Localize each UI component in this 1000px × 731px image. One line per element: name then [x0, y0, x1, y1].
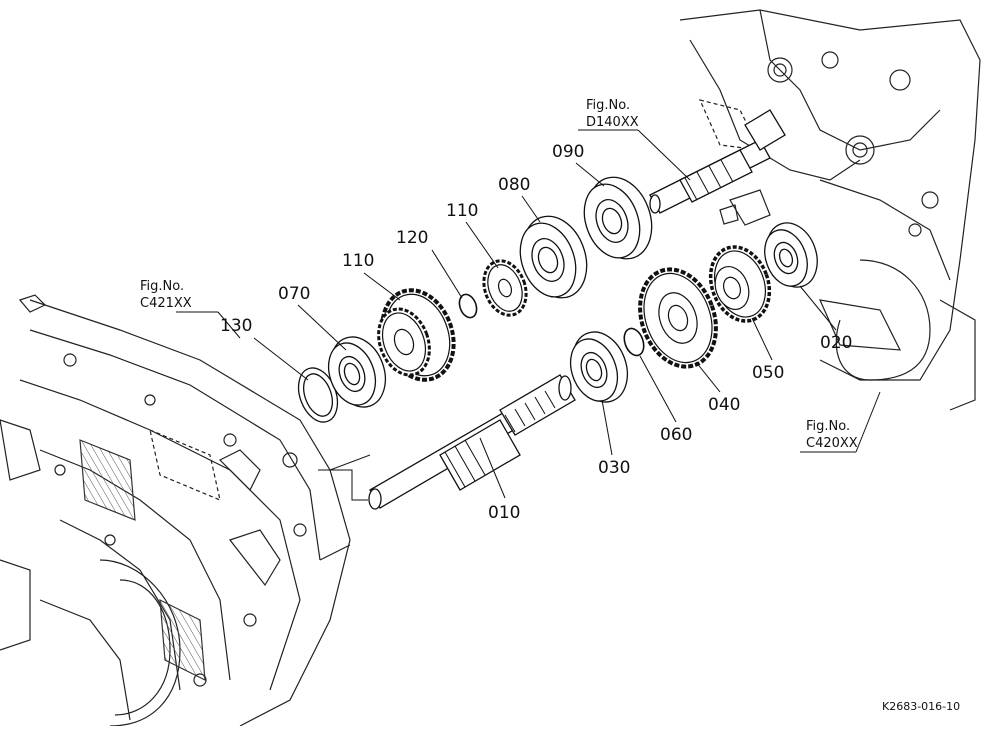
label-120: 120: [396, 228, 428, 248]
bearing-080: [519, 215, 588, 299]
leader-120: [431, 249, 463, 299]
leader-080: [521, 195, 541, 223]
fig-ref-d140-code: D140XX: [586, 115, 639, 130]
leader-130: [253, 337, 309, 381]
ref-leader-c421: [217, 311, 241, 339]
leader-090: [575, 162, 605, 187]
drawing-code: K2683-016-10: [882, 700, 960, 713]
label-040: 040: [708, 395, 740, 415]
label-020: 020: [820, 333, 852, 353]
label-110: 110: [446, 201, 478, 221]
snap-ring-060: [623, 327, 645, 357]
fig-ref-c420-line1: Fig.No.: [806, 419, 850, 434]
bearing-070: [327, 336, 387, 408]
label-130: 130: [220, 316, 252, 336]
snap-ring-120: [458, 293, 478, 319]
label-090: 090: [552, 142, 584, 162]
leader-020: [799, 285, 837, 331]
label-080: 080: [498, 175, 530, 195]
gear-040: [638, 267, 718, 369]
ref-leader-c420: [855, 391, 881, 453]
gear-050: [708, 245, 772, 323]
fig-ref-c421-line1: Fig.No.: [140, 279, 184, 294]
label-100: 110: [342, 251, 374, 271]
label-060: 060: [660, 425, 692, 445]
label-010: 010: [488, 503, 520, 523]
shaft-010: [368, 374, 576, 510]
part-labels: 130 070 110 120 110 080 090 010 030 060 …: [220, 142, 852, 523]
label-030: 030: [598, 458, 630, 478]
bearing-020: [764, 222, 818, 288]
bearing-090: [583, 176, 653, 260]
gear-100: [377, 288, 456, 382]
fig-ref-c420-code: C420XX: [806, 436, 858, 451]
right-transmission-housing: [679, 9, 981, 411]
label-070: 070: [278, 284, 310, 304]
leader-060: [639, 355, 677, 423]
ref-leader-d140: [637, 129, 691, 181]
upper-shaft: [649, 109, 786, 214]
fig-ref-d140-line1: Fig.No.: [586, 98, 630, 113]
leader-030: [601, 399, 613, 456]
leader-100: [363, 272, 401, 301]
gear-110: [482, 259, 528, 317]
fig-ref-c421-code: C421XX: [140, 296, 192, 311]
left-transmission-case: [0, 294, 371, 727]
leader-050: [751, 317, 773, 361]
leader-010: [479, 437, 506, 499]
leader-lines: [176, 129, 881, 501]
leader-070: [297, 304, 347, 351]
leader-110: [465, 221, 499, 269]
bearing-030: [569, 331, 629, 403]
label-050: 050: [752, 363, 784, 383]
leader-shaft-case: [318, 469, 368, 501]
leader-040: [695, 361, 721, 393]
figure-references: Fig.No. C421XX Fig.No. D140XX Fig.No. C4…: [140, 98, 858, 451]
washer-130: [297, 367, 339, 423]
